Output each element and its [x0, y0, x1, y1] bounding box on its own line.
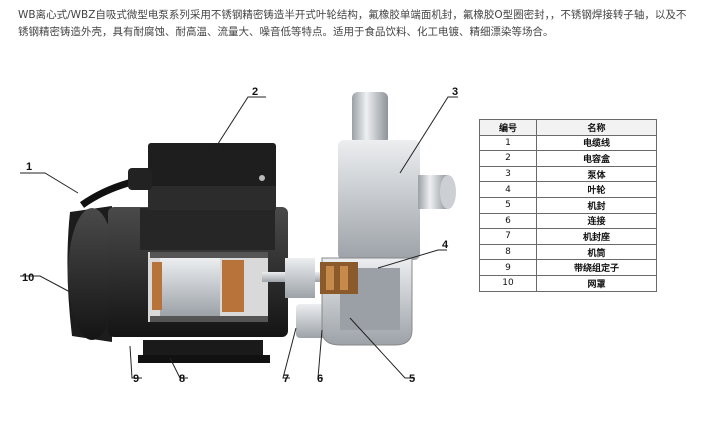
- row-name: 机筒: [536, 243, 657, 261]
- callout-1: 1: [26, 161, 32, 173]
- row-number: 3: [479, 165, 537, 183]
- row-number: 2: [479, 150, 537, 167]
- row-number: 5: [479, 196, 537, 214]
- callout-3: 3: [452, 86, 458, 98]
- callout-2: 2: [252, 86, 258, 98]
- callout-7: 7: [283, 373, 289, 385]
- callout-10: 10: [22, 272, 34, 284]
- row-number: 8: [479, 243, 537, 261]
- row-name: 机封座: [536, 228, 657, 245]
- row-name: 叶轮: [536, 181, 657, 198]
- row-number: 1: [479, 134, 537, 152]
- row-name: 泵体: [536, 165, 657, 183]
- row-name: 带绕组定子: [536, 259, 657, 276]
- table-header-row: 编号 名称: [479, 119, 657, 136]
- header-number: 编号: [479, 119, 537, 136]
- row-number: 7: [479, 228, 537, 245]
- callout-8: 8: [179, 373, 185, 385]
- pump-body: [321, 92, 456, 346]
- callout-9: 9: [133, 373, 139, 385]
- leader-lines: [20, 96, 458, 379]
- row-name: 电缆线: [536, 134, 657, 152]
- header-name: 名称: [536, 119, 657, 136]
- callout-4: 4: [442, 239, 449, 251]
- row-number: 10: [479, 274, 537, 292]
- impeller: [320, 262, 358, 294]
- row-name: 电容盒: [536, 150, 657, 167]
- intro-paragraph: WB离心式/WBZ自吸式微型电泵系列采用不锈钢精密铸造半开式叶轮结构，氟橡胶单端…: [18, 9, 687, 38]
- cable: [79, 168, 152, 208]
- row-number: 4: [479, 181, 537, 198]
- stator-cutaway: [148, 252, 268, 322]
- capacitor-box: [148, 143, 276, 210]
- row-name: 机封: [536, 196, 657, 214]
- row-name: 网罩: [536, 274, 657, 292]
- row-number: 6: [479, 212, 537, 230]
- row-number: 9: [479, 259, 537, 276]
- row-name: 连接: [536, 212, 657, 230]
- callout-6: 6: [317, 373, 323, 385]
- fan-cover: [67, 206, 130, 342]
- callout-5: 5: [409, 373, 415, 385]
